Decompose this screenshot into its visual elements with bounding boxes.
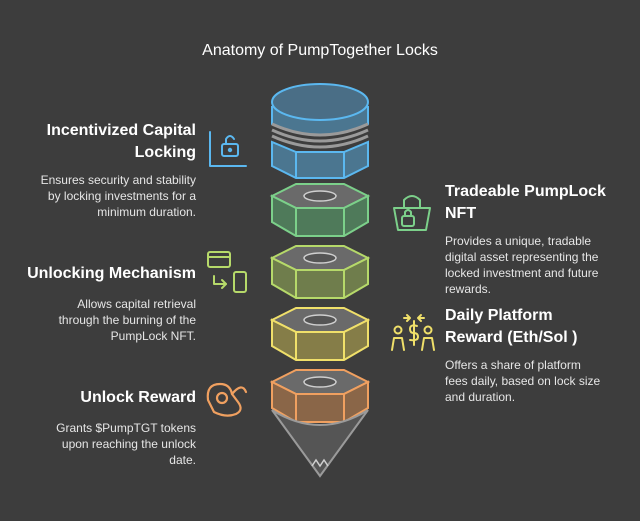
tradeable-nft-title-line-1: Tradeable PumpLock (445, 183, 606, 200)
capital-locking-title: Incentivized Capital Locking (47, 120, 196, 164)
orange-nut-piece (269, 369, 371, 423)
card-to-phone-icon (207, 251, 247, 293)
daily-reward-description: Offers a share of platform fees daily, b… (445, 357, 600, 405)
padlock-chart-icon (209, 131, 247, 167)
diagram-title: Anatomy of PumpTogether Locks (202, 42, 438, 59)
daily-reward-title-line-2: Reward (Eth/Sol ) (445, 329, 578, 346)
capital-locking-desc-line-1: Ensures security and stability (40, 173, 196, 187)
capital-locking-desc-line-2: by locking investments for a (47, 189, 196, 203)
tradeable-nft-title: Tradeable PumpLock NFT (445, 181, 606, 225)
unlock-reward-title-line-1: Unlock Reward (80, 389, 196, 406)
daily-reward-desc-line-1: Offers a share of platform (445, 358, 581, 372)
unlocking-mechanism-title: Unlocking Mechanism (27, 263, 196, 285)
capital-locking-desc-line-3: minimum duration. (97, 205, 196, 219)
tradeable-nft-desc-line-3: locked investment and future (445, 266, 599, 280)
yellow-nut-piece (269, 307, 371, 361)
unlock-reward-description: Grants $PumpTGT tokens upon reaching the… (56, 420, 196, 468)
green-nut-piece (269, 183, 371, 237)
shopping-bag-lock-icon (393, 195, 431, 231)
daily-reward-desc-line-3: and duration. (445, 390, 516, 404)
unlocking-mechanism-desc-line-2: through the burning of the (58, 313, 196, 327)
unlocking-mechanism-desc-line-3: PumpLock NFT. (110, 329, 196, 343)
capital-locking-description: Ensures security and stability by lockin… (41, 172, 196, 220)
unlock-reward-desc-line-2: upon reaching the unlock (61, 437, 196, 451)
unlocking-mechanism-description: Allows capital retrieval through the bur… (59, 296, 196, 344)
tradeable-nft-desc-line-4: rewards. (445, 282, 492, 296)
unlock-reward-desc-line-3: date. (169, 453, 196, 467)
top-cap-piece (271, 83, 369, 179)
hand-coin-icon (206, 382, 248, 417)
tradeable-nft-desc-line-2: digital asset representing the (445, 250, 599, 264)
daily-reward-title-line-1: Daily Platform (445, 307, 553, 324)
unlock-reward-desc-line-1: Grants $PumpTGT tokens (56, 421, 196, 435)
tradeable-nft-desc-line-1: Provides a unique, tradable (445, 234, 592, 248)
capital-locking-title-line-1: Incentivized Capital (46, 122, 196, 139)
daily-reward-desc-line-2: fees daily, based on lock size (445, 374, 601, 388)
capital-locking-title-line-2: Locking (134, 144, 196, 161)
tradeable-nft-title-line-2: NFT (445, 205, 477, 222)
tradeable-nft-description: Provides a unique, tradable digital asse… (445, 233, 598, 297)
daily-reward-title: Daily Platform Reward (Eth/Sol ) (445, 305, 577, 349)
unlocking-mechanism-desc-line-1: Allows capital retrieval (77, 297, 196, 311)
olive-nut-piece (269, 245, 371, 299)
unlocking-mechanism-title-line-1: Unlocking Mechanism (27, 265, 196, 282)
unlock-reward-title: Unlock Reward (80, 387, 196, 409)
drill-tip-piece (271, 409, 369, 478)
people-dollar-icon (391, 314, 435, 351)
